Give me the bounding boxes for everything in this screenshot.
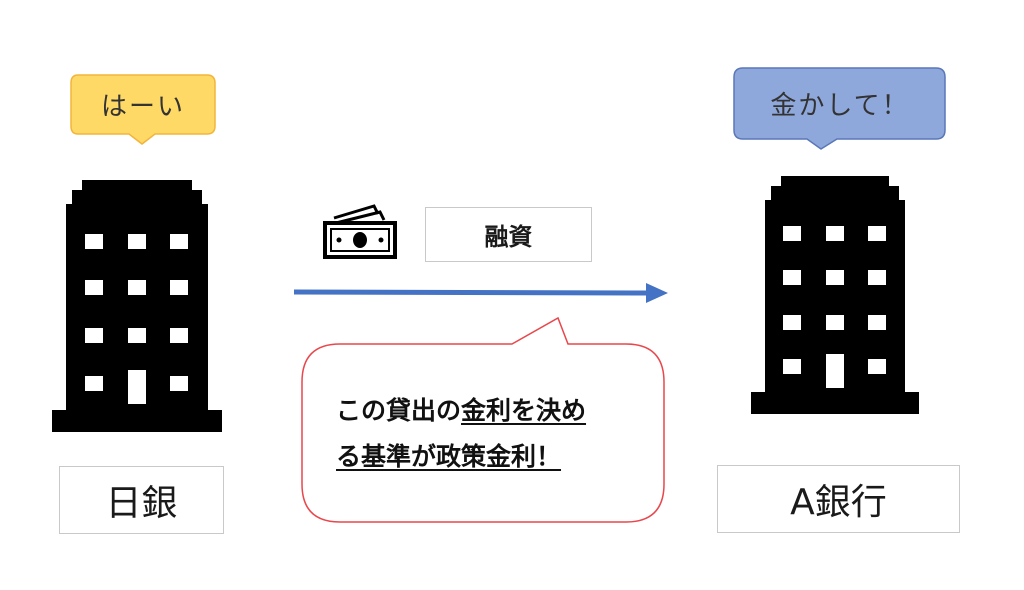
policy-rate-callout [301,316,665,523]
loan-arrow [294,283,668,303]
callout-line-1: この貸出の金利を決め [336,388,636,434]
right-speech-bubble [733,67,946,150]
callout-line-1-underlined: 金利を決め [461,396,587,425]
callout-line-2-underlined: る基準が政策金利！ [336,442,562,471]
loan-label: 融資 [425,207,592,262]
building-icon-a-bank [751,176,919,414]
a-bank-label: A銀行 [717,465,960,533]
callout-line-1-plain: この貸出の [336,396,462,425]
building-icon-boj [52,180,222,432]
money-icon [323,204,397,259]
right-bubble-text: 金かして！ [770,90,910,121]
left-speech-bubble [70,74,216,145]
callout-text: この貸出の金利を決め る基準が政策金利！ [336,388,636,480]
callout-line-2: る基準が政策金利！ [336,434,636,480]
left-bubble-text: はーい [100,91,185,122]
boj-label: 日銀 [59,466,224,534]
